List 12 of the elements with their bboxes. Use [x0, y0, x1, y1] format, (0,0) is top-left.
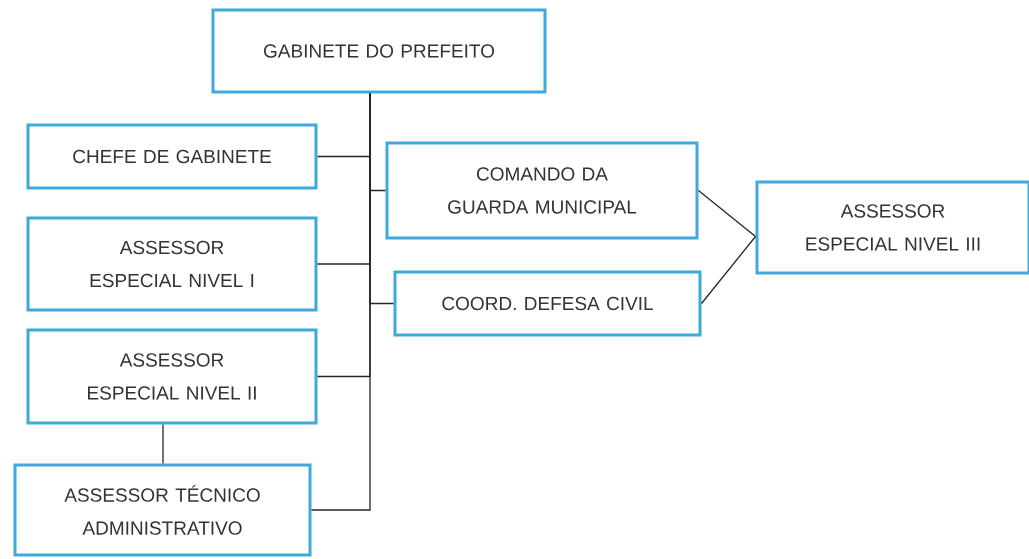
- org-box: ASSESSOR TÉCNICO ADMINISTRATIVO: [13, 463, 312, 557]
- org-box: ASSESSOR ESPECIAL NIVEL II: [26, 328, 318, 425]
- connector-line: [697, 189, 757, 238]
- org-box: ASSESSOR ESPECIAL NIVEL I: [26, 216, 318, 312]
- org-box: COMANDO DA GUARDA MUNICIPAL: [385, 141, 699, 240]
- org-box: COORD. DEFESA CIVIL: [393, 270, 702, 337]
- connector-line: [700, 235, 757, 305]
- connector-line: [162, 423, 164, 465]
- connector-line: [310, 92, 371, 511]
- org-box: ASSESSOR ESPECIAL NIVEL III: [755, 180, 1029, 275]
- org-box: GABINETE DO PREFEITO: [211, 8, 547, 94]
- org-box: CHEFE DE GABINETE: [26, 123, 318, 190]
